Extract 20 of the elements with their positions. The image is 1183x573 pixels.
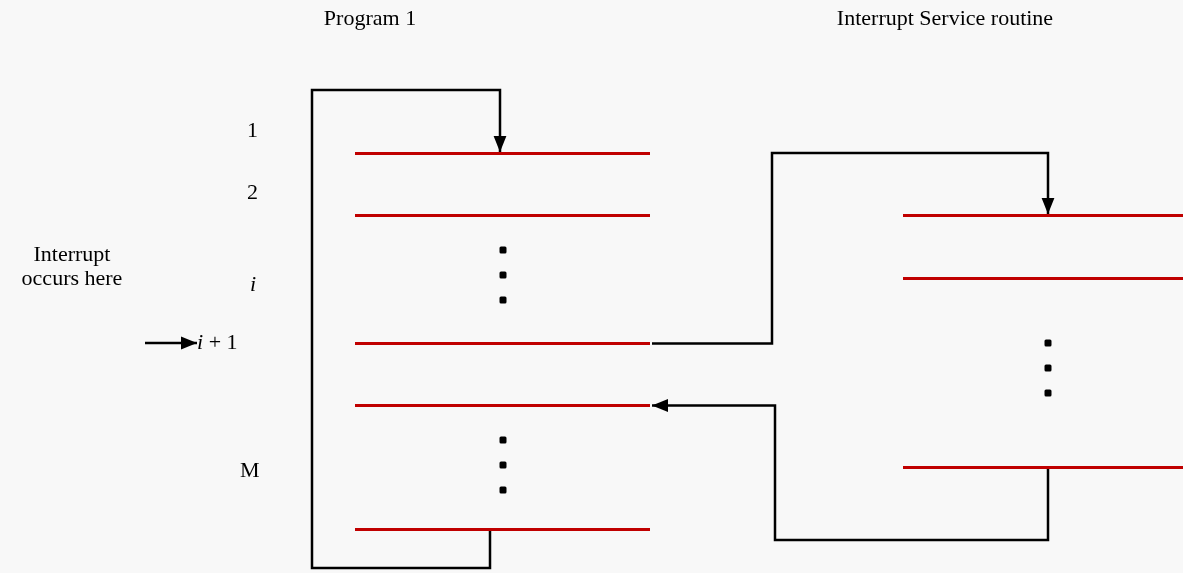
text-label: 1 [247, 118, 258, 143]
text-label: Interrupt occurs here [20, 242, 124, 291]
instruction-line [903, 214, 1183, 217]
arrow [145, 336, 197, 350]
text-label: Interrupt Service routine [836, 6, 1054, 31]
arrow [652, 399, 1050, 542]
instruction-line [355, 214, 650, 217]
instruction-line [355, 404, 650, 407]
text-label: M [240, 458, 260, 483]
arrow [652, 151, 1055, 345]
instruction-line [355, 528, 650, 531]
instruction-line [903, 466, 1183, 469]
instruction-line [903, 277, 1183, 280]
step-label: i + 1 [197, 330, 238, 355]
text-label: i [250, 272, 257, 297]
instruction-line [355, 342, 650, 345]
arrow [310, 88, 507, 570]
instruction-line [355, 152, 650, 155]
text-label: Program 1 [323, 6, 417, 31]
text-label: 2 [247, 180, 258, 205]
